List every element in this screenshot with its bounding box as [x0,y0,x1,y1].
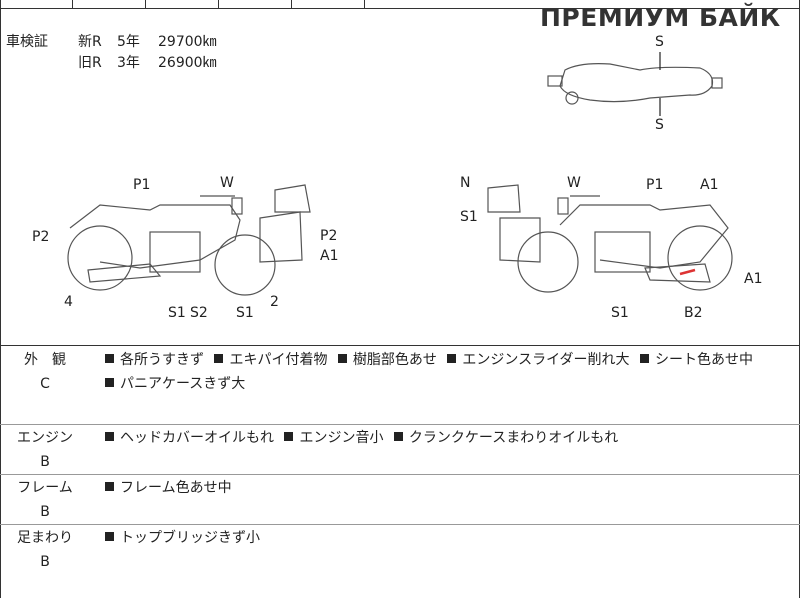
item: パニアケースきず大 [105,376,245,392]
section-name: 足まわり [17,530,73,546]
label-right: S1 [460,209,478,225]
item: エンジン音小 [284,430,383,446]
item-text: 各所うすきず [120,352,204,368]
bullet-square-icon [447,354,457,363]
left-side-bike [67,184,311,296]
bullet-square-icon [105,482,114,491]
top-cell [146,0,219,8]
section-title: エンジン B [10,426,80,474]
item-text: パニアケースきず大 [120,376,246,392]
section-name: 外 観 [24,352,66,368]
item-text: シート色あせ中 [654,352,753,368]
label-right: P1 [646,177,664,193]
item-text: エンジン音小 [299,430,384,446]
label-right: A1 [744,271,763,287]
item-text: フレーム色あせ中 [120,480,232,496]
motorcycle-diagrams [67,52,733,296]
inspection-km: 26900㎞ [158,55,217,71]
divider [0,8,800,9]
item-text: クランクケースまわりオイルもれ [408,430,619,446]
divider [0,474,800,475]
divider [0,424,800,425]
section-grade: B [40,504,50,520]
item: エンジンスライダー削れ大 [447,352,630,368]
section-grade: C [40,376,50,392]
item: ヘッドカバーオイルもれ [105,430,274,446]
top-cell [0,0,73,8]
label-left: S1 [168,305,186,321]
item-text: エキパイ付着物 [229,352,328,368]
section-items: フレーム色あせ中 [105,476,795,500]
item-text: エンジンスライダー削れ大 [462,352,630,368]
item: エキパイ付着物 [214,352,327,368]
bullet-square-icon [105,354,114,363]
item: 樹脂部色あせ [337,352,437,368]
divider [0,524,800,525]
section-items: 各所うすきず エキパイ付着物 樹脂部色あせ エンジンスライダー削れ大 シート色あ… [105,348,795,396]
item: トップブリッジきず小 [105,530,260,546]
right-side-bike [487,184,733,293]
bullet-square-icon [105,532,114,541]
label-left: A1 [320,248,339,264]
top-view-bike [547,52,723,116]
label-left: S1 [236,305,254,321]
inspection-label: 車検証 [6,34,48,50]
label-left: 2 [270,294,279,310]
bullet-square-icon [214,354,224,363]
label-right: N [460,175,471,191]
label-left: P2 [32,229,50,245]
label-bottom-s: S [655,117,664,133]
item: シート色あせ中 [639,352,753,368]
section-items: トップブリッジきず小 [105,526,795,550]
inspection-years: 5年 [117,34,140,50]
section-grade: B [40,454,50,470]
bullet-square-icon [337,354,347,363]
inspection-type: 旧R [78,55,102,71]
item: 各所うすきず [105,352,204,368]
label-right: A1 [700,177,719,193]
section-name: フレーム [17,480,73,496]
item: フレーム色あせ中 [105,480,232,496]
section-title: 外 観 C [10,348,80,396]
label-right: B2 [684,305,703,321]
label-left: P1 [133,177,151,193]
top-cell [219,0,292,8]
bullet-square-icon [284,432,294,441]
watermark: ПРЕМИУМ БАЙК [540,3,781,32]
bullet-square-icon [639,354,649,363]
label-left: W [220,175,234,191]
section-items: ヘッドカバーオイルもれ エンジン音小 クランクケースまわりオイルもれ [105,426,795,450]
item-text: ヘッドカバーオイルもれ [120,430,274,446]
bullet-square-icon [105,432,114,441]
bullet-square-icon [105,378,114,387]
inspection-km: 29700㎞ [158,34,217,50]
inspection-type: 新R [78,34,102,50]
bullet-square-icon [393,432,403,441]
top-cell [73,0,146,8]
label-right: S1 [611,305,629,321]
label-left: 4 [64,294,73,310]
section-name: エンジン [17,430,73,446]
label-top-s: S [655,34,664,50]
inspection-years: 3年 [117,55,140,71]
section-title: 足まわり B [10,526,80,574]
section-title: フレーム B [10,476,80,524]
divider [0,345,800,346]
top-cell [292,0,365,8]
item-text: トップブリッジきず小 [120,530,260,546]
label-left: P2 [320,228,338,244]
item: クランクケースまわりオイルもれ [393,430,619,446]
label-left: S2 [190,305,208,321]
section-grade: B [40,554,50,570]
item-text: 樹脂部色あせ [352,352,437,368]
label-right: W [567,175,581,191]
